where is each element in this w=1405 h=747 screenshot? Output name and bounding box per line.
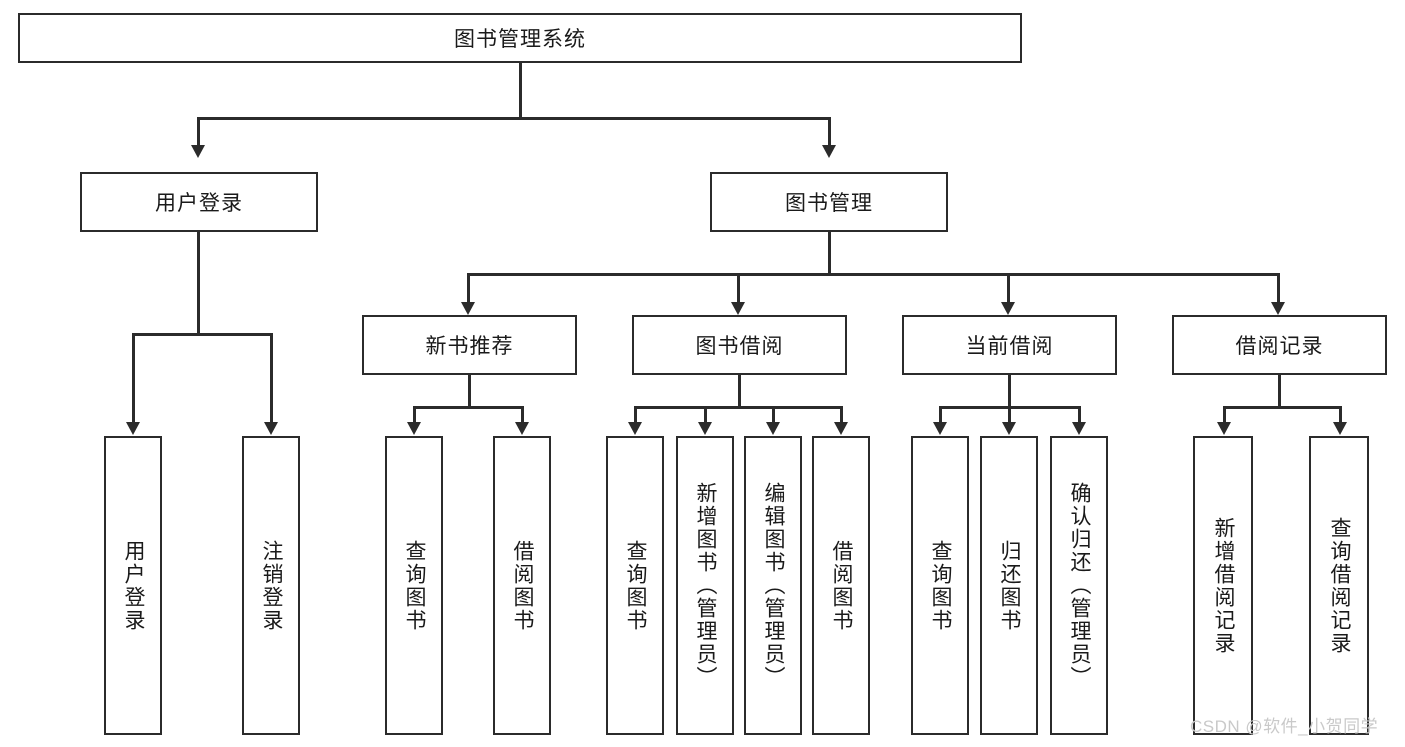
node-borrow-record[interactable]: 借阅记录 [1172,315,1387,375]
node-label: 查询图书 [929,539,953,632]
arrowhead-borrow-record [1271,302,1285,315]
arrowhead-leaf-query-book-1 [407,422,421,435]
node-leaf-add-record[interactable]: 新增借阅记录 [1193,436,1253,735]
node-user-login[interactable]: 用户登录 [80,172,318,232]
connector-new-book-rec-stem [468,375,471,408]
connector-root-bar [197,117,831,120]
connector-book-borrow-stem [738,375,741,408]
node-label: 编辑图书（管理员） [762,482,786,689]
connector-user-login-stem [197,232,200,334]
connector-cb-2 [1008,406,1011,423]
node-label: 新增借阅记录 [1212,516,1236,655]
connector-book-borrow-bar [634,406,842,409]
connector-user-login-right [270,333,273,423]
arrowhead-leaf-query-record [1333,422,1347,435]
connector-current-borrow-stem [1008,375,1011,408]
node-leaf-query-record[interactable]: 查询借阅记录 [1309,436,1369,735]
node-label: 新增图书（管理员） [694,482,718,689]
connector-cb-1 [939,406,942,423]
arrowhead-leaf-query-book-2 [628,422,642,435]
arrowhead-leaf-return-book [1002,422,1016,435]
node-new-book-rec[interactable]: 新书推荐 [362,315,577,375]
node-label: 当前借阅 [965,335,1054,358]
arrowhead-leaf-confirm-return [1072,422,1086,435]
arrowhead-leaf-user-login [126,422,140,435]
connector-borrow-record-bar [1223,406,1341,409]
node-root-system[interactable]: 图书管理系统 [18,13,1022,63]
node-label: 用户登录 [155,192,243,215]
connector-to-borrow-record [1277,273,1280,303]
connector-new-book-rec-bar [413,406,523,409]
node-leaf-query-book-1[interactable]: 查询图书 [385,436,443,735]
connector-nbr-right [521,406,524,423]
arrowhead-leaf-edit-book [766,422,780,435]
node-label: 查询图书 [624,539,648,632]
node-leaf-logout[interactable]: 注销登录 [242,436,300,735]
connector-borrow-record-stem [1278,375,1281,408]
arrowhead-leaf-borrow-book-1 [515,422,529,435]
connector-br-right [1339,406,1342,423]
node-leaf-borrow-book-2[interactable]: 借阅图书 [812,436,870,735]
node-label: 用户登录 [122,539,146,632]
connector-bb-3 [772,406,775,423]
node-leaf-return-book[interactable]: 归还图书 [980,436,1038,735]
arrowhead-leaf-logout [264,422,278,435]
connector-to-current-borrow [1007,273,1010,303]
connector-bb-4 [840,406,843,423]
node-leaf-query-book-2[interactable]: 查询图书 [606,436,664,735]
node-label: 确认归还（管理员） [1068,482,1092,689]
arrowhead-leaf-add-record [1217,422,1231,435]
node-label: 借阅记录 [1235,335,1324,358]
node-label: 注销登录 [260,539,284,632]
connector-cb-3 [1078,406,1081,423]
connector-user-login-bar [132,333,272,336]
node-leaf-confirm-return[interactable]: 确认归还（管理员） [1050,436,1108,735]
node-leaf-user-login[interactable]: 用户登录 [104,436,162,735]
node-leaf-edit-book[interactable]: 编辑图书（管理员） [744,436,802,735]
arrowhead-book-borrow [731,302,745,315]
connector-bb-2 [704,406,707,423]
connector-book-manage-stem [828,232,831,274]
csdn-watermark: CSDN @软件_小贺同学 [1190,717,1379,736]
connector-root-stem [519,63,522,118]
arrowhead-current-borrow [1001,302,1015,315]
node-label: 查询借阅记录 [1328,516,1352,655]
arrowhead-leaf-query-book-3 [933,422,947,435]
node-label: 图书借阅 [695,335,784,358]
arrowhead-leaf-add-book [698,422,712,435]
node-leaf-add-book[interactable]: 新增图书（管理员） [676,436,734,735]
node-current-borrow[interactable]: 当前借阅 [902,315,1117,375]
connector-bb-1 [634,406,637,423]
arrowhead-new-book-rec [461,302,475,315]
connector-to-new-book-rec [467,273,470,303]
connector-root-to-user-login [197,117,200,146]
node-label: 归还图书 [998,539,1022,632]
arrowhead-book-manage [822,145,836,158]
arrowhead-leaf-borrow-book-2 [834,422,848,435]
node-book-borrow[interactable]: 图书借阅 [632,315,847,375]
node-book-manage[interactable]: 图书管理 [710,172,948,232]
node-leaf-borrow-book-1[interactable]: 借阅图书 [493,436,551,735]
node-label: 借阅图书 [511,539,535,632]
node-label: 图书管理 [785,192,873,215]
arrowhead-user-login [191,145,205,158]
node-label: 查询图书 [403,539,427,632]
connector-br-left [1223,406,1226,423]
connector-book-manage-bar [467,273,1279,276]
connector-nbr-left [413,406,416,423]
node-label: 图书管理系统 [454,28,586,51]
node-label: 新书推荐 [425,335,514,358]
connector-root-to-book-manage [828,117,831,146]
node-leaf-query-book-3[interactable]: 查询图书 [911,436,969,735]
connector-user-login-left [132,333,135,423]
node-label: 借阅图书 [830,539,854,632]
connector-to-book-borrow [737,273,740,303]
